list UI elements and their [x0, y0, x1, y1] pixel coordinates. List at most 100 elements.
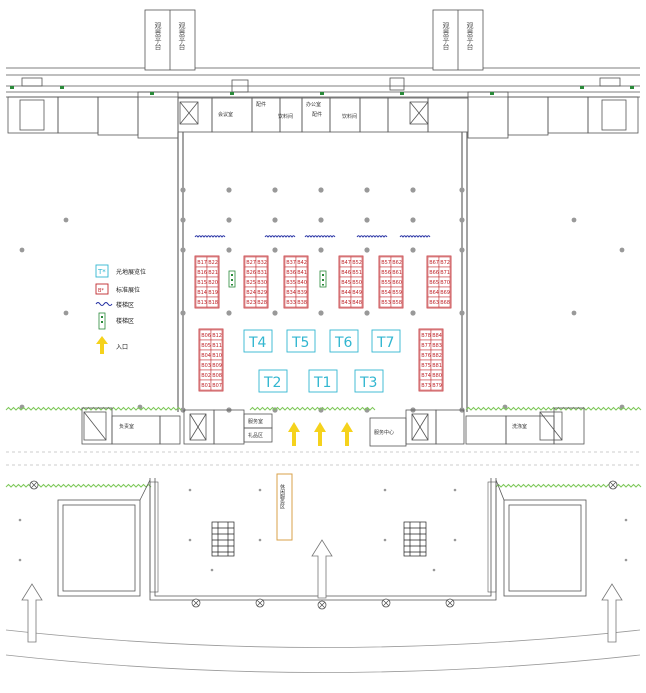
- hedge-upper: [5, 406, 642, 411]
- booth-label: B72: [440, 260, 450, 266]
- booth-label: B40: [297, 280, 307, 286]
- column: [459, 187, 465, 193]
- hedge-line: [495, 483, 642, 488]
- tower-label-3: 观景平台: [442, 22, 450, 51]
- booth-label: B68: [440, 300, 450, 306]
- column: [619, 247, 625, 253]
- column: [19, 247, 25, 253]
- booth-label: B69: [440, 290, 450, 296]
- booth-cell: [430, 379, 443, 391]
- entrance-arrows: [288, 422, 353, 446]
- zone-t5: T5: [291, 335, 309, 351]
- room-label-supply2: 饮料间: [342, 113, 357, 120]
- column: [410, 187, 416, 193]
- booth-label: B25: [246, 280, 256, 286]
- rest-zone: [276, 473, 293, 541]
- booth-label: B60: [392, 280, 402, 286]
- booth-cell: [350, 296, 363, 308]
- booth-label: B56: [381, 270, 391, 276]
- booth-block: [283, 255, 309, 309]
- booth-label: B04: [201, 353, 211, 359]
- column: [180, 310, 186, 316]
- booth-label: B65: [429, 280, 439, 286]
- column: [571, 217, 577, 223]
- hall-walls: [177, 132, 468, 412]
- booth-label: B46: [341, 270, 351, 276]
- column: [459, 247, 465, 253]
- booth-label: B47: [341, 260, 351, 266]
- column: [180, 187, 186, 193]
- column: [571, 310, 577, 316]
- booth-label: B66: [429, 270, 439, 276]
- booth-label: B33: [286, 300, 296, 306]
- zones: [243, 329, 401, 393]
- tower-label-4: 观景平台: [466, 22, 474, 51]
- booth-label: B24: [246, 290, 256, 296]
- legend-light-label: 光地展览位: [116, 268, 146, 276]
- column: [226, 187, 232, 193]
- booth-label: B37: [286, 260, 296, 266]
- room-stage-office: 负责室: [119, 423, 134, 430]
- wave-marker: [264, 235, 296, 238]
- booth-cell: [295, 296, 308, 308]
- booth-label: B30: [257, 280, 267, 286]
- booth-cell: [210, 379, 223, 391]
- booth-label: B35: [286, 280, 296, 286]
- room-cloakroom: 礼品区: [248, 432, 263, 439]
- booth-label: B76: [421, 353, 431, 359]
- room-label-meeting: 会议室: [218, 111, 233, 118]
- booth-label: B64: [429, 290, 439, 296]
- booth-label: B06: [201, 333, 211, 339]
- tower-label-2: 观景平台: [178, 22, 186, 51]
- road-lines: [6, 451, 640, 466]
- room-right-room: 洗涤室: [512, 423, 527, 430]
- booth-label: B29: [257, 290, 267, 296]
- booth-label: B50: [352, 280, 362, 286]
- column: [410, 310, 416, 316]
- column: [364, 187, 370, 193]
- legend-wave-label: 楼梯区: [116, 301, 134, 309]
- zone-t1: T1: [313, 375, 331, 391]
- booth-cell: [438, 296, 451, 308]
- booth-label: B13: [197, 300, 207, 306]
- hedge-line: [465, 406, 642, 411]
- column: [272, 310, 278, 316]
- booth-label: B19: [208, 290, 218, 296]
- service-rooms: [81, 407, 585, 447]
- booth-label: B05: [201, 343, 211, 349]
- booth-block: [378, 255, 404, 309]
- column: [364, 247, 370, 253]
- booth-label: B18: [208, 300, 218, 306]
- column: [63, 217, 69, 223]
- zone-t2: T2: [263, 375, 281, 391]
- booth-label: B61: [392, 270, 402, 276]
- legend-stair-label: 楼梯区: [116, 317, 134, 325]
- booth-label: B51: [352, 270, 362, 276]
- column: [272, 187, 278, 193]
- site-dots: [18, 488, 628, 572]
- booth-label: B63: [429, 300, 439, 306]
- wave-marker: [194, 235, 226, 238]
- top-building: [6, 67, 640, 139]
- booth-label: B03: [201, 363, 211, 369]
- booth-label: B27: [246, 260, 256, 266]
- booth-label: B74: [421, 373, 431, 379]
- booth-label: B09: [212, 363, 222, 369]
- column: [180, 217, 186, 223]
- booth-block: [243, 255, 269, 309]
- booth-label: B21: [208, 270, 218, 276]
- escalators: [211, 521, 427, 557]
- booth-label: B57: [381, 260, 391, 266]
- booth-label: B10: [212, 353, 222, 359]
- booth-label: B82: [432, 353, 442, 359]
- booth-label: B79: [432, 383, 442, 389]
- booth-label: B44: [341, 290, 351, 296]
- booth-block: [418, 328, 444, 392]
- booth-label: B15: [197, 280, 207, 286]
- booth-label: B14: [197, 290, 207, 296]
- direction-arrows: [21, 539, 623, 643]
- booth-label: B16: [197, 270, 207, 276]
- booth-label: B67: [429, 260, 439, 266]
- legend-entrance-label: 入口: [116, 344, 128, 351]
